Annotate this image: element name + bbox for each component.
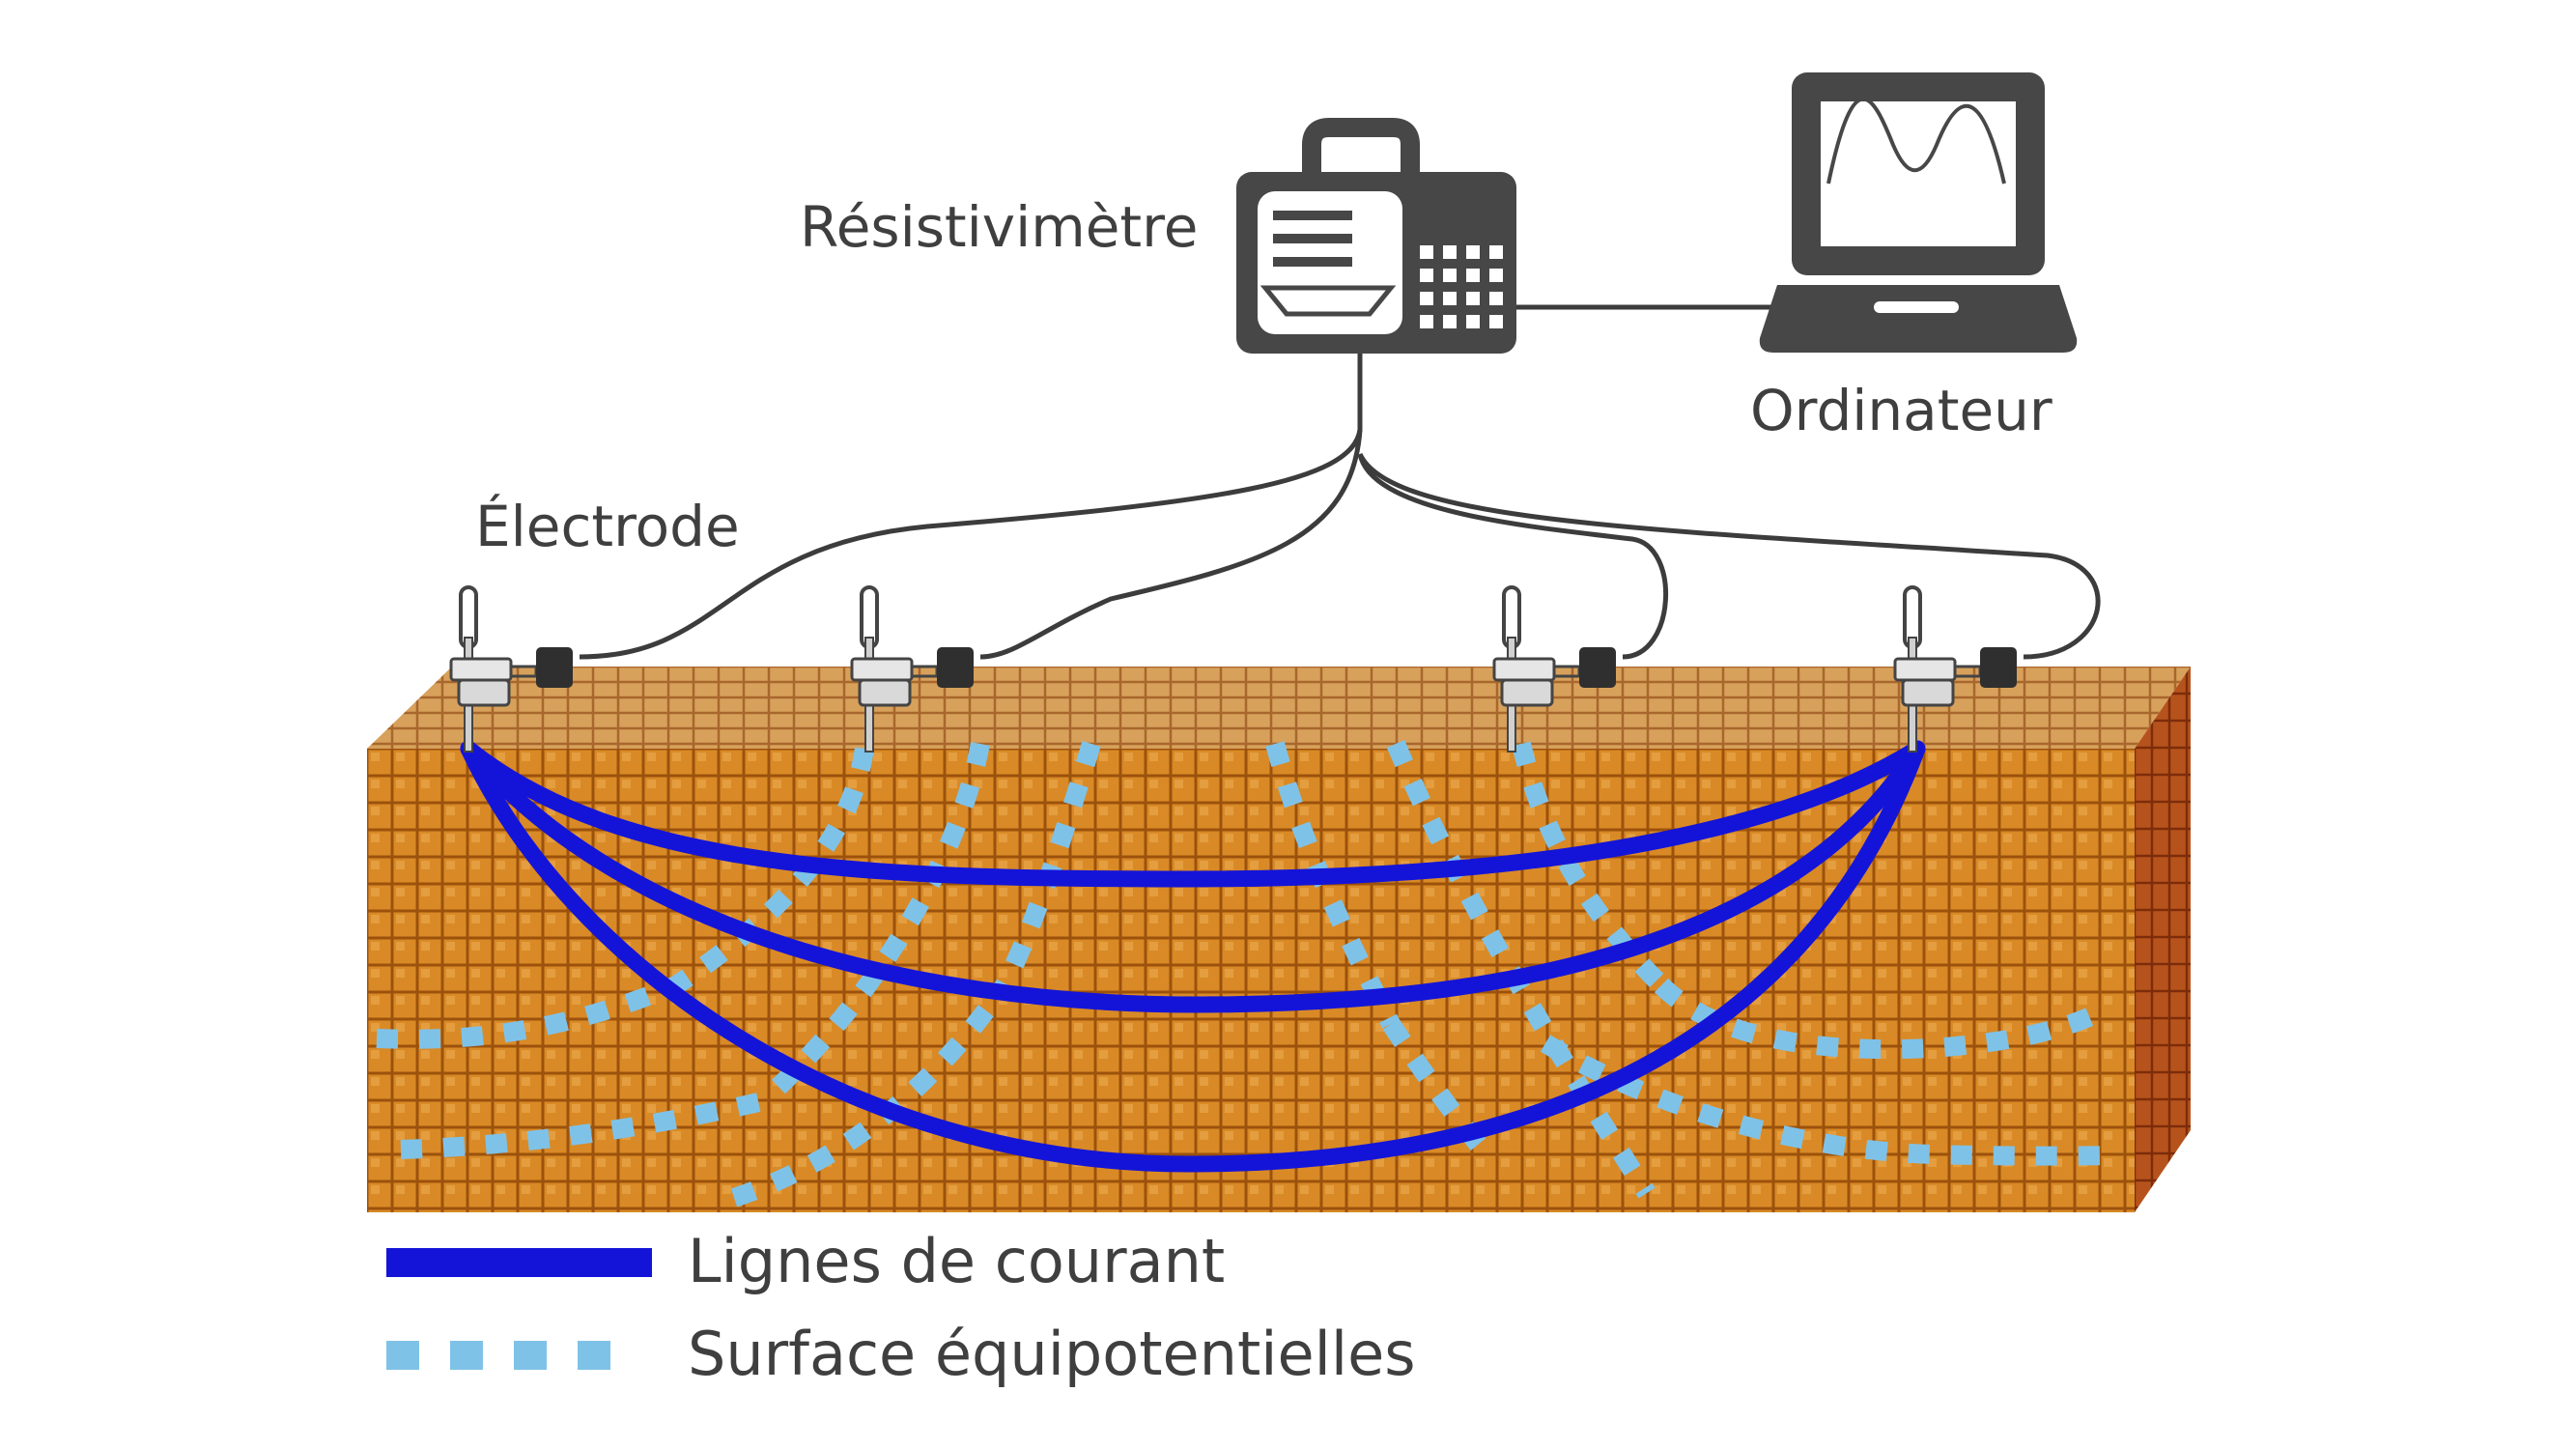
equipotential-line (670, 747, 874, 994)
electrode-icon (850, 585, 974, 753)
cables (579, 304, 2101, 660)
laptop-icon (1759, 72, 2078, 353)
legend: Lignes de courant Surface équipotentiell… (386, 1226, 1416, 1389)
equipotential-line (1386, 740, 1656, 1199)
equipotential-line (400, 1092, 766, 1159)
resistivity-meter-icon (1236, 118, 1516, 354)
current-line-upper (460, 740, 1926, 888)
legend-equipotential-label: Surface équipotentielles (688, 1319, 1416, 1389)
electrode-icon (1492, 585, 1616, 753)
cable-electrode-3 (1357, 453, 1669, 660)
electrodes (449, 585, 2017, 753)
equipotential-line (1265, 741, 1400, 1029)
current-line-middle (460, 740, 1926, 1013)
resistivity-meter-label: Résistivimètre (800, 194, 1198, 260)
equipotential-line (376, 976, 680, 1049)
current-lines (460, 740, 1926, 1173)
electrode-icon (449, 585, 573, 753)
legend-current-label: Lignes de courant (688, 1226, 1225, 1296)
cable-electrode-4 (1357, 452, 2101, 660)
equipotential-lines (376, 740, 2111, 1208)
soil-top-face (367, 667, 2191, 749)
electrode-label: Électrode (475, 493, 740, 559)
cable-electrode-2 (979, 429, 1363, 660)
equipotential-line (1540, 1035, 2111, 1166)
cable-electrode-1 (579, 353, 1363, 660)
soil-side-face (2135, 667, 2191, 1212)
computer-label: Ordinateur (1750, 378, 2052, 443)
equipotential-line (756, 742, 990, 1109)
electrode-icon (1893, 585, 2017, 753)
current-line-lower (460, 740, 1926, 1173)
equipotential-line (1654, 978, 2110, 1060)
